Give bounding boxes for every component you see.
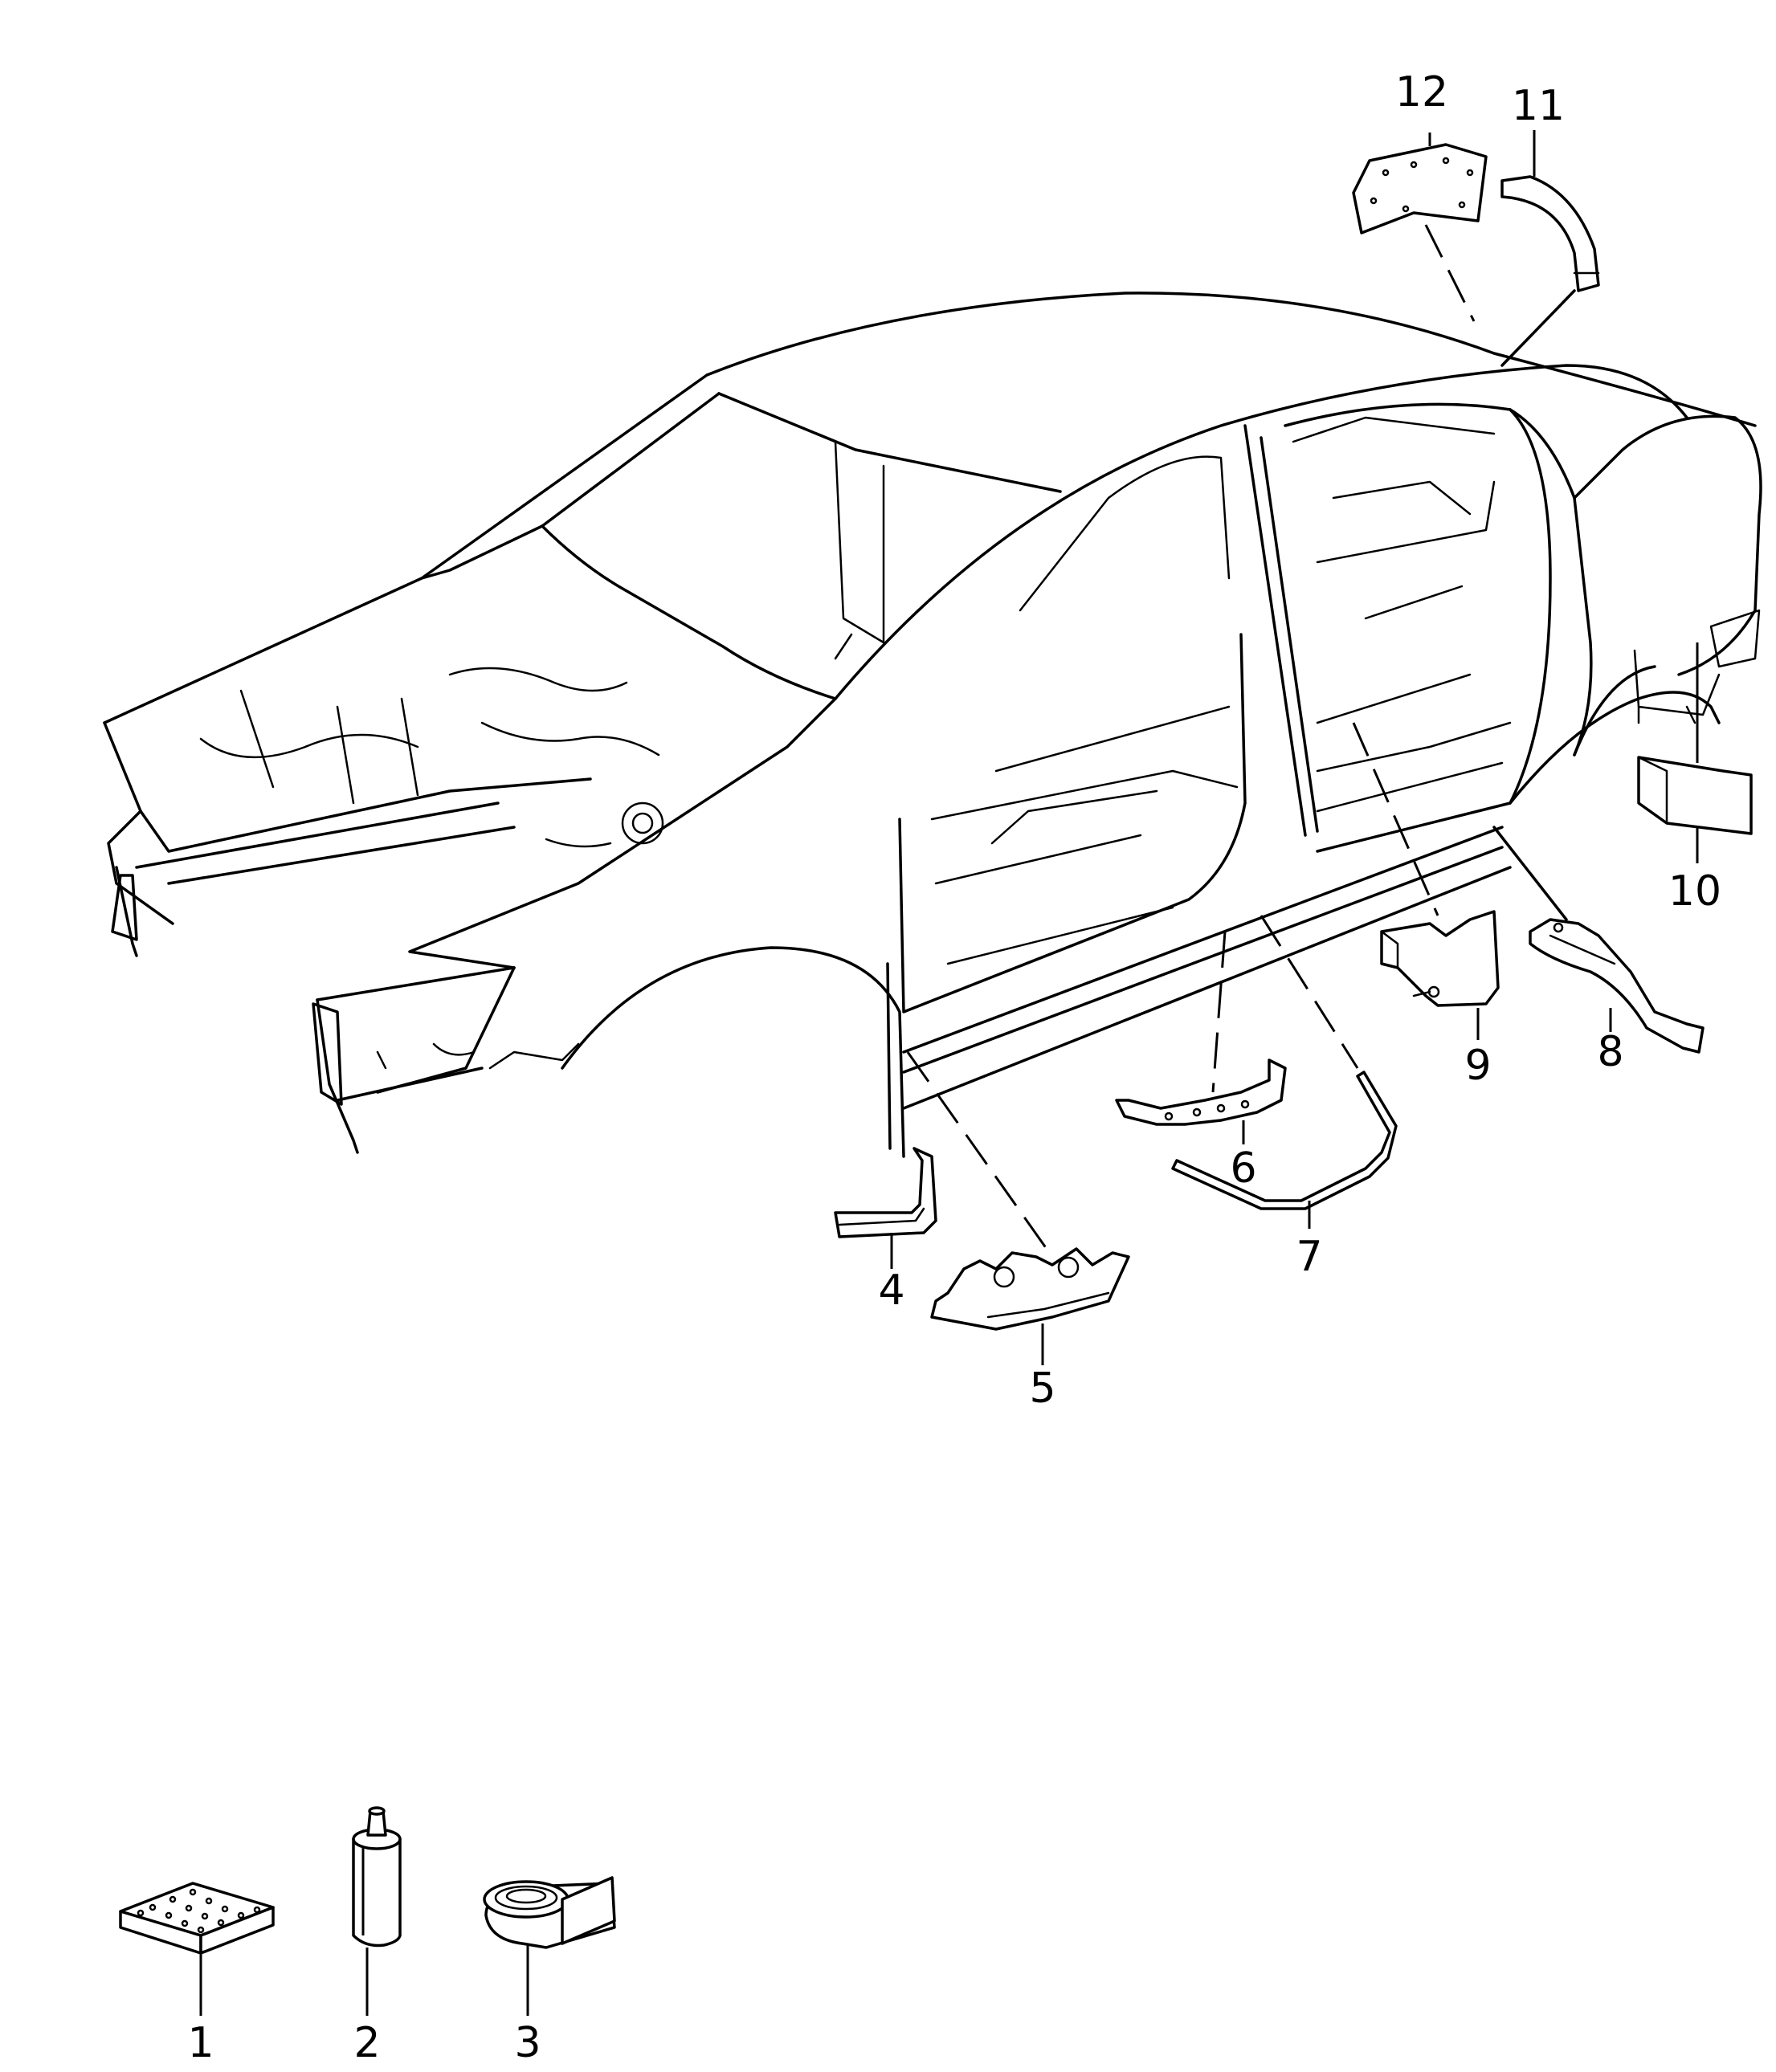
part-5-front-sill-bracket: 5 <box>906 1051 1130 1413</box>
callout-3: 3 <box>514 2019 541 2067</box>
callout-2: 2 <box>353 2019 380 2067</box>
part-4-u-bracket: 4 <box>834 962 937 1315</box>
callout-10: 10 <box>1668 867 1721 916</box>
callout-6: 6 <box>1230 1144 1256 1193</box>
part-8-long-member: 8 <box>1492 826 1705 1076</box>
callout-7: 7 <box>1296 1233 1322 1281</box>
callout-5: 5 <box>1029 1364 1055 1413</box>
callout-8: 8 <box>1597 1028 1623 1076</box>
car-body-shell <box>103 292 1762 1158</box>
part-7-sill-strip: 7 <box>1171 915 1398 1281</box>
callout-1: 1 <box>187 2019 214 2067</box>
callout-9: 9 <box>1464 1042 1491 1090</box>
part-10-pad: 10 <box>1637 642 1753 916</box>
part-3-adhesive-tape-roll: 3 <box>483 1876 616 2067</box>
part-6-stiffener: 6 <box>1115 931 1287 1193</box>
part-12-patch-plate: 12 <box>1352 68 1488 322</box>
callout-12: 12 <box>1395 68 1448 116</box>
part-9-bracket: 9 <box>1352 722 1500 1090</box>
part-11-reinforcement-strip: 11 <box>1500 82 1600 367</box>
callout-4: 4 <box>878 1266 904 1315</box>
part-2-sealant-bottle: 2 <box>352 1806 402 2067</box>
callout-11: 11 <box>1512 82 1565 130</box>
part-1-perforated-pad: 1 <box>119 1882 275 2067</box>
